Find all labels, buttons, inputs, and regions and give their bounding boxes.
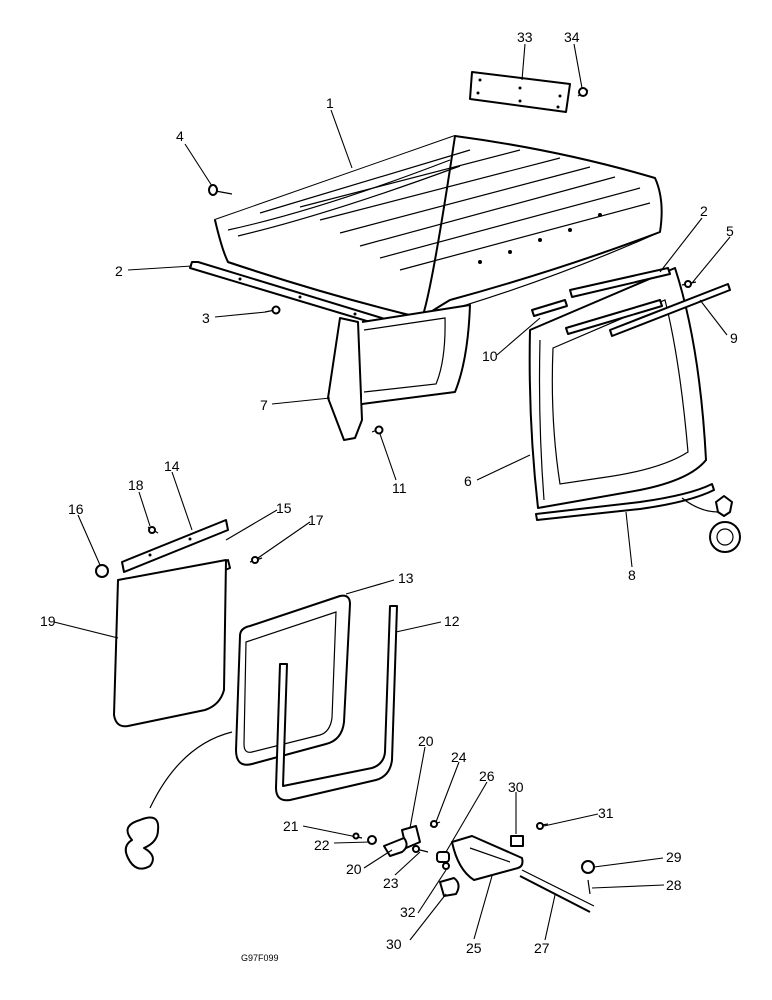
callout-3: 3 [202, 310, 210, 326]
callout-20-upper: 20 [418, 733, 434, 749]
callout-7: 7 [260, 397, 268, 413]
part-13-seal-frame [235, 594, 351, 766]
part-30-block-upper [510, 835, 524, 847]
part-2-strip-right [569, 267, 671, 298]
leader-lines [53, 43, 731, 941]
part-33-plate [469, 71, 571, 113]
part-1-roof [214, 135, 663, 319]
callout-16: 16 [68, 501, 84, 517]
callout-34: 34 [564, 29, 580, 45]
part-19-window-panel [113, 559, 227, 728]
callout-6: 6 [464, 473, 472, 489]
callout-18: 18 [128, 477, 144, 493]
part-10-strip [531, 299, 663, 335]
callout-1: 1 [326, 95, 334, 111]
callout-15: 15 [276, 500, 292, 516]
callout-11: 11 [392, 480, 407, 496]
part-21-screw [351, 832, 363, 840]
part-5-screw [681, 280, 697, 288]
part-17-screw [249, 556, 263, 564]
callout-19: 19 [40, 613, 56, 629]
callout-30-upper: 30 [508, 779, 524, 795]
callout-29: 29 [666, 849, 682, 865]
callout-25: 25 [466, 940, 482, 956]
callout-33: 33 [517, 29, 533, 45]
part-12-channel [275, 605, 398, 802]
seal-profile-detail-left [124, 731, 233, 870]
callout-21: 21 [283, 818, 299, 834]
callout-13: 13 [398, 570, 414, 586]
callout-30-lower: 30 [386, 936, 402, 952]
callout-9: 9 [730, 330, 738, 346]
callout-2-left: 2 [115, 263, 123, 279]
part-9-strip [609, 283, 731, 337]
callout-14: 14 [164, 458, 180, 474]
part-29-knob [581, 860, 595, 874]
part-24-screw [429, 820, 441, 828]
callout-28: 28 [666, 877, 682, 893]
part-23-pin [411, 845, 429, 853]
part-7-quarter-panel [327, 304, 471, 441]
part-11-bolt [371, 425, 384, 435]
callout-23: 23 [383, 875, 399, 891]
part-4-bolt [208, 184, 233, 196]
callout-2-right: 2 [700, 203, 708, 219]
part-27-rod [519, 869, 595, 913]
callout-32: 32 [400, 904, 416, 920]
part-18-screw [147, 526, 159, 534]
part-26-bush [436, 851, 450, 863]
part-16-nut [95, 564, 109, 578]
callout-22: 22 [314, 837, 330, 853]
part-22-washer [367, 835, 377, 845]
callout-12: 12 [444, 613, 460, 629]
part-34-screw [577, 87, 589, 97]
callout-26: 26 [479, 768, 495, 784]
part-3-screw [264, 305, 281, 315]
callout-27: 27 [534, 940, 550, 956]
callout-31: 31 [598, 805, 614, 821]
callout-10: 10 [482, 348, 498, 364]
callout-17: 17 [308, 512, 324, 528]
part-14-strip [121, 519, 229, 573]
figure-code: G97F099 [241, 953, 279, 963]
callout-8: 8 [628, 567, 636, 583]
seal-profile-detail-right [681, 495, 741, 553]
part-31-screw [535, 822, 549, 830]
part-28-pin [587, 879, 591, 895]
part-32-screw [442, 862, 450, 870]
callout-4: 4 [176, 128, 184, 144]
callout-20-lower: 20 [346, 861, 362, 877]
callout-24: 24 [451, 749, 467, 765]
part-8-seal [535, 483, 715, 521]
part-30-bracket-lower [439, 877, 460, 897]
callout-5: 5 [726, 223, 734, 239]
part-25-latch-handle [451, 835, 524, 881]
callout-labels: 33 34 1 4 2 2 5 3 10 9 7 11 6 8 18 14 16… [40, 29, 738, 956]
